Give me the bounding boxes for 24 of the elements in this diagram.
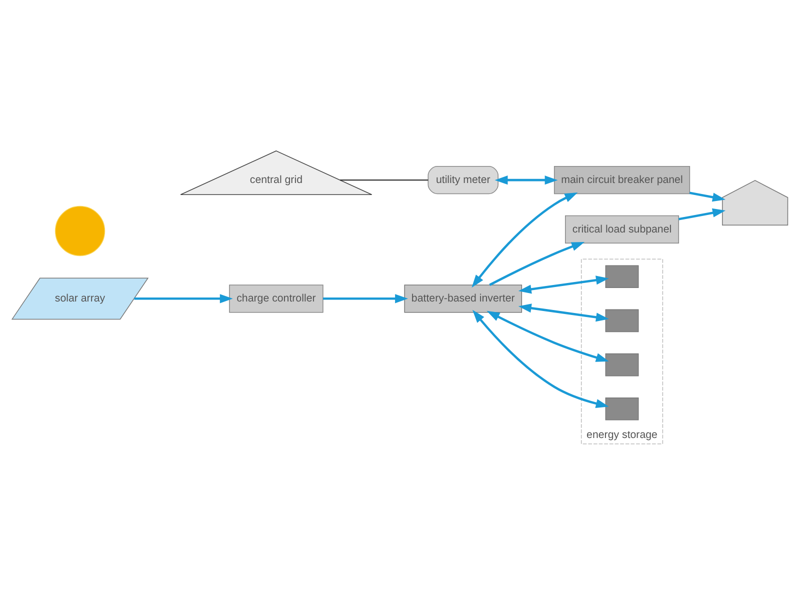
node-box: critical load subpanel xyxy=(565,214,680,244)
node-box xyxy=(605,397,639,420)
node-box xyxy=(605,308,639,332)
node-box: battery-based inverter xyxy=(404,284,522,312)
node-box: charge controller xyxy=(229,284,324,312)
arrow xyxy=(494,175,558,184)
arrow xyxy=(472,309,609,408)
arrow xyxy=(323,294,408,303)
arrow xyxy=(472,192,578,288)
node-box: main circuit breaker panel xyxy=(554,166,690,194)
node-house xyxy=(722,180,788,226)
arrow xyxy=(486,310,609,362)
arrow xyxy=(678,208,726,220)
cluster: energy storage xyxy=(580,258,664,444)
node-box xyxy=(605,352,639,376)
node-circle xyxy=(54,205,106,256)
arrow xyxy=(518,303,609,322)
node-box: utility meter xyxy=(428,166,498,194)
connector xyxy=(340,179,428,180)
arrow xyxy=(518,275,609,294)
arrow xyxy=(489,241,585,286)
node-box xyxy=(605,264,639,288)
arrow xyxy=(134,294,233,303)
arrow xyxy=(689,191,726,202)
